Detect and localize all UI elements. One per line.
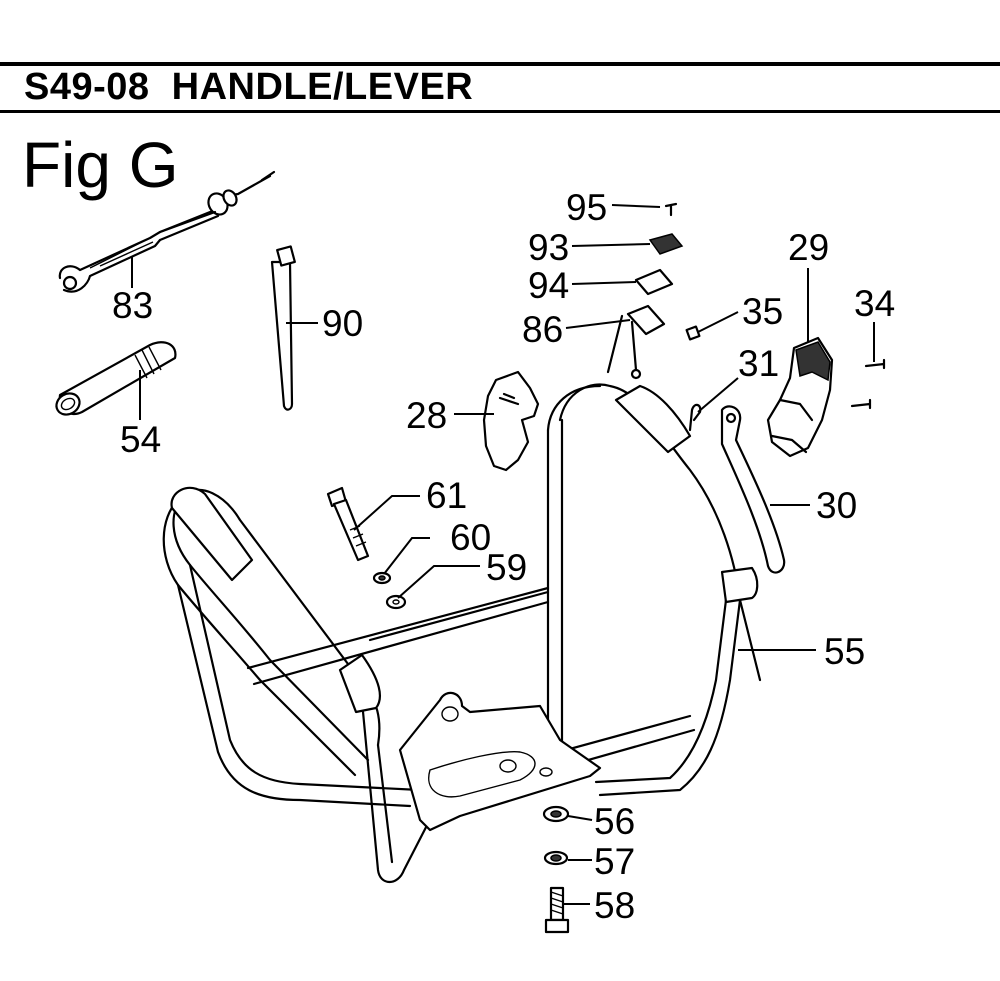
callout-34: 34 [854, 283, 895, 324]
leader-86 [565, 319, 631, 329]
part-34-screws [850, 358, 886, 410]
header-bottom-rule [0, 110, 1000, 113]
callout-93: 93 [528, 227, 569, 268]
callout-90: 90 [322, 303, 363, 344]
callout-35: 35 [742, 291, 783, 332]
leader-35 [697, 311, 739, 333]
part-83-throttle-cable [58, 170, 276, 293]
callout-59: 59 [486, 547, 527, 588]
section-name: HANDLE/LEVER [171, 66, 474, 108]
leader-60 [383, 537, 430, 575]
part-61-bolt [326, 486, 370, 562]
part-28-cover-plate [482, 370, 540, 472]
part-86-stop-switch [606, 304, 666, 380]
section-title: S49-08 HANDLE/LEVER [24, 66, 473, 109]
leader-95 [611, 204, 661, 208]
callout-83: 83 [112, 285, 153, 326]
leader-56 [567, 815, 593, 821]
callout-31: 31 [738, 343, 779, 384]
leader-94 [571, 281, 637, 285]
callout-54: 54 [120, 419, 161, 460]
part-59-washer [385, 594, 407, 610]
part-56-washer [542, 805, 570, 823]
callout-60: 60 [450, 517, 491, 558]
part-55-handle-frame [162, 383, 762, 884]
part-58-bolt [544, 886, 570, 934]
header-top-rule [0, 62, 1000, 66]
part-60-washer [372, 571, 392, 585]
part-29-lever-housing [766, 336, 834, 458]
leader-lines [131, 204, 875, 905]
leader-31 [697, 377, 739, 413]
leader-59 [397, 565, 480, 599]
section-code: S49-08 [24, 66, 150, 108]
part-93-block [648, 233, 684, 255]
part-30-throttle-lever [720, 405, 786, 574]
callout-86: 86 [522, 309, 563, 350]
callout-numbers: 95 93 94 86 35 29 34 31 28 30 61 60 59 5… [112, 187, 895, 926]
part-95-screw [664, 202, 678, 217]
callout-58: 58 [594, 885, 635, 926]
leader-93 [571, 243, 651, 247]
part-35-nut [685, 325, 701, 341]
callout-56: 56 [594, 801, 635, 842]
callout-57: 57 [594, 841, 635, 882]
part-57-lock-washer [543, 850, 569, 866]
callout-30: 30 [816, 485, 857, 526]
part-54-handle-grip [55, 341, 177, 416]
callout-95: 95 [566, 187, 607, 228]
leader-61 [353, 495, 420, 531]
part-90-cable-tie [270, 245, 296, 411]
callout-29: 29 [788, 227, 829, 268]
callout-55: 55 [824, 631, 865, 672]
callout-61: 61 [426, 475, 467, 516]
callout-94: 94 [528, 265, 569, 306]
callout-28: 28 [406, 395, 447, 436]
figure-label: Fig G [22, 129, 179, 201]
part-94-plate [634, 268, 674, 296]
part-31-spring [688, 403, 702, 432]
